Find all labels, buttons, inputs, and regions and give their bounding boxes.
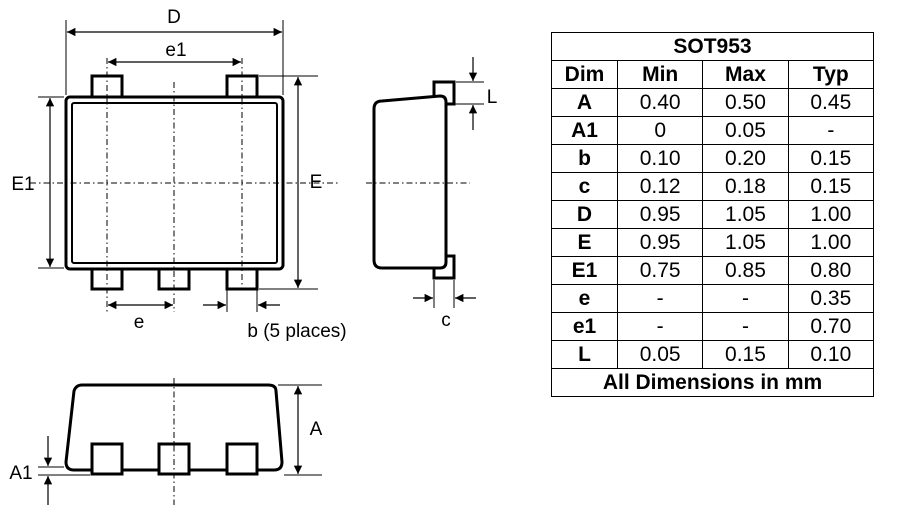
- cell-typ: 0.10: [787, 340, 875, 369]
- top-view: D e1 E1 E e b (5 places): [11, 7, 346, 342]
- cell-max: -: [702, 284, 789, 313]
- D-label: D: [167, 7, 181, 28]
- cell-typ: 0.80: [787, 256, 875, 285]
- cell-max: 1.05: [702, 228, 789, 257]
- A1-label: A1: [9, 463, 32, 484]
- e1-label: e1: [165, 40, 186, 61]
- table-row: e1--0.70: [551, 312, 875, 341]
- table-title: SOT953: [551, 32, 874, 61]
- cell-typ: 0.15: [787, 172, 875, 201]
- cell-dim: L: [551, 340, 618, 369]
- table-footer-row: All Dimensions in mm: [551, 368, 874, 397]
- cell-min: 0.10: [616, 144, 704, 173]
- c-label: c: [441, 310, 451, 331]
- cell-max: 0.50: [702, 88, 789, 117]
- table-title-row: SOT953: [551, 32, 874, 61]
- side-view: L c: [366, 57, 497, 331]
- cell-max: 0.85: [702, 256, 789, 285]
- cell-min: -: [616, 284, 704, 313]
- cell-dim: c: [551, 172, 618, 201]
- cell-typ: 0.35: [787, 284, 875, 313]
- cell-typ: 1.00: [787, 200, 875, 229]
- e-label: e: [134, 312, 145, 333]
- cell-min: 0.40: [616, 88, 704, 117]
- front-view: A A1: [9, 378, 323, 505]
- cell-min: -: [616, 312, 704, 341]
- table-header-row: Dim Min Max Typ: [551, 60, 875, 89]
- header-typ: Typ: [787, 60, 875, 89]
- front-lead-left: [90, 442, 124, 476]
- cell-min: 0.05: [616, 340, 704, 369]
- header-min: Min: [616, 60, 704, 89]
- front-lead-right: [225, 442, 259, 476]
- side-body: [372, 94, 448, 270]
- cell-min: 0.95: [616, 200, 704, 229]
- cell-min: 0.75: [616, 256, 704, 285]
- cell-max: 1.05: [702, 200, 789, 229]
- cell-typ: 0.15: [787, 144, 875, 173]
- cell-max: 0.20: [702, 144, 789, 173]
- cell-max: 0.05: [702, 116, 789, 145]
- cell-dim: A: [551, 88, 618, 117]
- cell-typ: -: [787, 116, 875, 145]
- cell-dim: b: [551, 144, 618, 173]
- cell-dim: D: [551, 200, 618, 229]
- cell-dim: e: [551, 284, 618, 313]
- table-row: e--0.35: [551, 284, 875, 313]
- header-max: Max: [702, 60, 789, 89]
- cell-typ: 0.45: [787, 88, 875, 117]
- cell-max: -: [702, 312, 789, 341]
- E1-label: E1: [11, 174, 34, 195]
- table-footer: All Dimensions in mm: [551, 368, 874, 397]
- cell-typ: 0.70: [787, 312, 875, 341]
- cell-dim: E: [551, 228, 618, 257]
- cell-dim: e1: [551, 312, 618, 341]
- cell-min: 0.12: [616, 172, 704, 201]
- cell-min: 0.95: [616, 228, 704, 257]
- b-label: b (5 places): [247, 321, 346, 342]
- cell-max: 0.18: [702, 172, 789, 201]
- E-label: E: [310, 172, 323, 193]
- cell-max: 0.15: [702, 340, 789, 369]
- cell-typ: 1.00: [787, 228, 875, 257]
- cell-dim: E1: [551, 256, 618, 285]
- cell-min: 0: [616, 116, 704, 145]
- L-label: L: [487, 87, 498, 108]
- cell-dim: A1: [551, 116, 618, 145]
- A-label: A: [310, 419, 323, 440]
- header-dim: Dim: [551, 60, 618, 89]
